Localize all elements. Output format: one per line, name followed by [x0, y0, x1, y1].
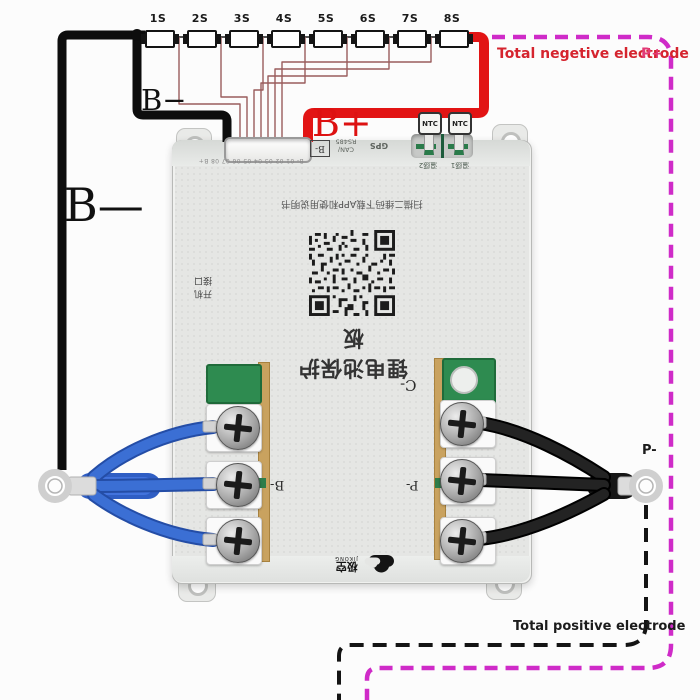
board-title: 锂电池保护板	[298, 326, 408, 380]
cell-label: 4S	[275, 12, 293, 25]
ntc-socket-divider	[441, 134, 444, 158]
cell-symbol-4s	[271, 30, 301, 48]
total-positive-label: Total positive electrode	[513, 619, 686, 634]
cell-symbol-5s	[313, 30, 343, 48]
connector-b-minus-silk: B-	[310, 140, 330, 157]
brand-logo: 极空 JIKONG	[330, 544, 400, 582]
ring-terminal-right	[617, 469, 663, 503]
balance-sense-wires	[178, 37, 432, 140]
power-port-silk-line: 接口	[194, 275, 213, 286]
gps-silk: GPS	[369, 141, 389, 150]
cell-label: 8S	[443, 12, 461, 25]
terminal-screw	[440, 402, 484, 446]
terminal-screw	[216, 463, 260, 507]
cell-label: 7S	[401, 12, 419, 25]
brand-text: 极空 JIKONG	[334, 554, 358, 573]
cell-symbol-7s	[397, 30, 427, 48]
terminal-screw	[440, 519, 484, 563]
cell-label: 5S	[317, 12, 335, 25]
cell-label: 6S	[359, 12, 377, 25]
brand-name-en: JIKONG	[334, 555, 358, 561]
qr-code	[309, 230, 395, 316]
cloud-logo-icon	[364, 555, 394, 573]
b-minus-small-label: B−	[141, 83, 187, 117]
cell-label: 1S	[149, 12, 167, 25]
cell-symbol-2s	[187, 30, 217, 48]
terminal-b-minus-silk: B-	[270, 477, 285, 492]
ring-terminal-left	[38, 469, 97, 503]
ntc-plug: NTC	[448, 112, 472, 135]
can-silk-line: CAN/	[337, 145, 355, 154]
scan-qr-text: 扫描二维码下载APP和使用说明书	[281, 198, 423, 209]
terminal-c-minus-silk: C-	[400, 376, 417, 394]
terminal-p-minus-silk: P-	[406, 477, 419, 492]
rs485-silk-line: RS485	[335, 137, 357, 146]
cell-symbol-8s	[439, 30, 469, 48]
b-minus-big-label: B—	[64, 178, 144, 232]
temp-sensor-1-silk: 温感1	[450, 161, 470, 169]
terminal-screw	[216, 519, 260, 563]
balance-pin-row-silk: B- 01 02 03 04 05 06 07 08 B+	[198, 157, 304, 164]
cell-label: 2S	[191, 12, 209, 25]
terminal-screw	[440, 459, 484, 503]
cell-symbol-1s	[145, 30, 175, 48]
pcb-green-left	[206, 364, 262, 404]
p-plus-label: P+	[641, 46, 663, 62]
cell-symbol-3s	[229, 30, 259, 48]
p-minus-ring-label: P-	[642, 443, 657, 458]
cell-symbol-6s	[355, 30, 385, 48]
pcb-hole-icon	[450, 366, 478, 394]
power-port-silk-line: 开机	[194, 288, 213, 299]
temp-sensor-2-silk: 温感2	[418, 161, 438, 169]
led-indicator	[259, 478, 266, 488]
brand-name-cn: 极空	[335, 560, 358, 573]
ntc-plug: NTC	[418, 112, 442, 135]
terminal-screw	[216, 406, 260, 450]
can-rs485-silk: CAN/ RS485	[330, 137, 362, 153]
power-port-silk: 开机 接口	[188, 274, 218, 299]
cell-label: 3S	[233, 12, 251, 25]
